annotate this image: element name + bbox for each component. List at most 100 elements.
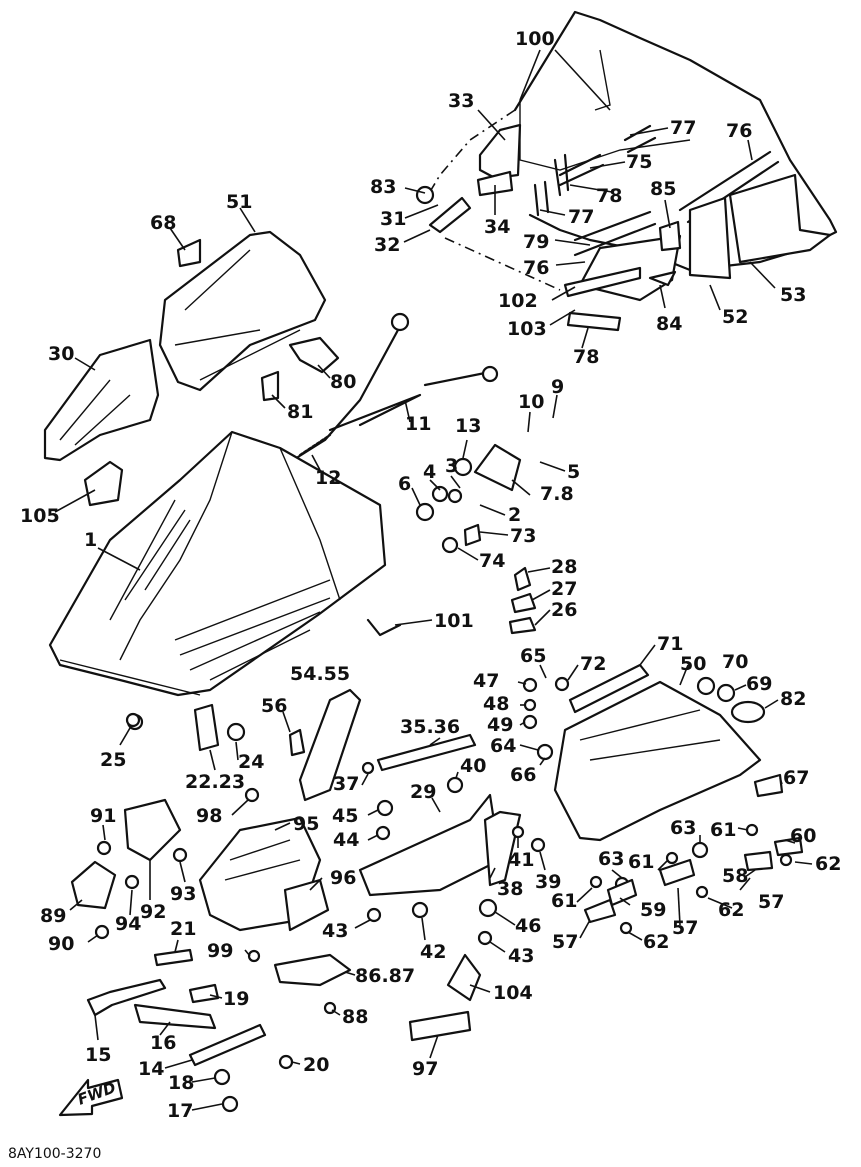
callout-labels: 100 33 77 76 75 83 78 85 31 34 77 32 79 … [20, 28, 841, 1122]
side-cover [43, 338, 160, 507]
callout-61: 61 [710, 819, 736, 841]
callout-78: 78 [596, 185, 622, 207]
fasteners [86, 676, 804, 1113]
callout-62c: 62 [643, 931, 669, 953]
callout-63b: 63 [598, 848, 624, 870]
callout-88: 88 [342, 1006, 368, 1028]
callout-56: 56 [261, 695, 287, 717]
callout-18: 18 [168, 1072, 194, 1094]
callout-13: 13 [455, 415, 481, 437]
callout-65: 65 [520, 645, 546, 667]
callout-9: 9 [551, 376, 564, 398]
callout-96: 96 [330, 867, 356, 889]
callout-29: 29 [410, 781, 436, 803]
callout-78b: 78 [573, 346, 599, 368]
callout-19: 19 [223, 988, 249, 1010]
callout-77b: 77 [568, 206, 594, 228]
side-panel [553, 663, 784, 842]
callout-44: 44 [333, 829, 359, 851]
callout-24: 24 [238, 751, 264, 773]
leader-lines [54, 49, 813, 1111]
callout-16: 16 [150, 1032, 176, 1054]
callout-60: 60 [790, 825, 816, 847]
callout-76b: 76 [523, 257, 549, 279]
callout-17: 17 [167, 1100, 193, 1122]
callout-2: 2 [508, 504, 521, 526]
callout-39: 39 [535, 871, 561, 893]
callout-61b: 61 [628, 851, 654, 873]
callout-32: 32 [374, 234, 400, 256]
callout-11: 11 [405, 413, 431, 435]
callout-70: 70 [722, 651, 748, 673]
callout-103: 103 [507, 318, 547, 340]
callout-26: 26 [551, 599, 577, 621]
callout-31: 31 [380, 208, 406, 230]
callout-50: 50 [680, 653, 706, 675]
callout-99: 99 [207, 940, 233, 962]
callout-28: 28 [551, 556, 577, 578]
callout-59: 59 [640, 899, 666, 921]
callout-57b: 57 [672, 917, 698, 939]
callout-80: 80 [330, 371, 356, 393]
callout-74: 74 [479, 550, 505, 572]
hood-small-parts [366, 443, 537, 637]
throttle-cable [288, 312, 499, 464]
callout-75: 75 [626, 151, 652, 173]
callout-7-8: 7.8 [540, 483, 574, 505]
center-parts [70, 688, 522, 987]
callout-53: 53 [780, 284, 806, 306]
callout-71: 71 [657, 633, 683, 655]
callout-41: 41 [508, 849, 534, 871]
callout-73: 73 [510, 525, 536, 547]
callout-6: 6 [398, 473, 411, 495]
callout-5: 5 [567, 461, 580, 483]
callout-43: 43 [322, 920, 348, 942]
callout-94: 94 [115, 913, 141, 935]
callout-1: 1 [84, 529, 97, 551]
callout-57: 57 [758, 891, 784, 913]
callout-79: 79 [523, 231, 549, 253]
callout-47: 47 [473, 670, 499, 692]
callout-15: 15 [85, 1044, 111, 1066]
callout-49: 49 [487, 714, 513, 736]
callout-57c: 57 [552, 931, 578, 953]
callout-90: 90 [48, 933, 74, 955]
callout-46: 46 [515, 915, 541, 937]
callout-34: 34 [484, 216, 510, 238]
callout-89: 89 [40, 905, 66, 927]
callout-48: 48 [483, 693, 509, 715]
callout-77: 77 [670, 117, 696, 139]
callout-98: 98 [196, 805, 222, 827]
callout-100: 100 [515, 28, 555, 50]
callout-69: 69 [746, 673, 772, 695]
callout-54-55: 54.55 [290, 663, 350, 685]
callout-38: 38 [497, 878, 523, 900]
callout-58: 58 [722, 865, 748, 887]
callout-72: 72 [580, 653, 606, 675]
callout-66: 66 [510, 764, 536, 786]
hood [48, 430, 387, 731]
callout-43b: 43 [508, 945, 534, 967]
callout-27: 27 [551, 578, 577, 600]
callout-67: 67 [783, 767, 809, 789]
callout-93: 93 [170, 883, 196, 905]
callout-92: 92 [140, 901, 166, 923]
callout-51: 51 [226, 191, 252, 213]
front-direction-arrow-icon: FWD [58, 1078, 124, 1117]
callout-91: 91 [90, 805, 116, 827]
callout-37: 37 [333, 773, 359, 795]
callout-85: 85 [650, 178, 676, 200]
callout-64: 64 [490, 735, 516, 757]
callout-102: 102 [498, 290, 538, 312]
callout-3: 3 [445, 455, 458, 477]
drawing-code: 8AY100-3270 [8, 1146, 101, 1162]
callout-42: 42 [420, 941, 446, 963]
callout-45: 45 [332, 805, 358, 827]
callout-40: 40 [460, 755, 486, 777]
callout-30: 30 [48, 343, 74, 365]
callout-52: 52 [722, 306, 748, 328]
callout-95: 95 [293, 813, 319, 835]
callout-62b: 62 [718, 899, 744, 921]
callout-76: 76 [726, 120, 752, 142]
